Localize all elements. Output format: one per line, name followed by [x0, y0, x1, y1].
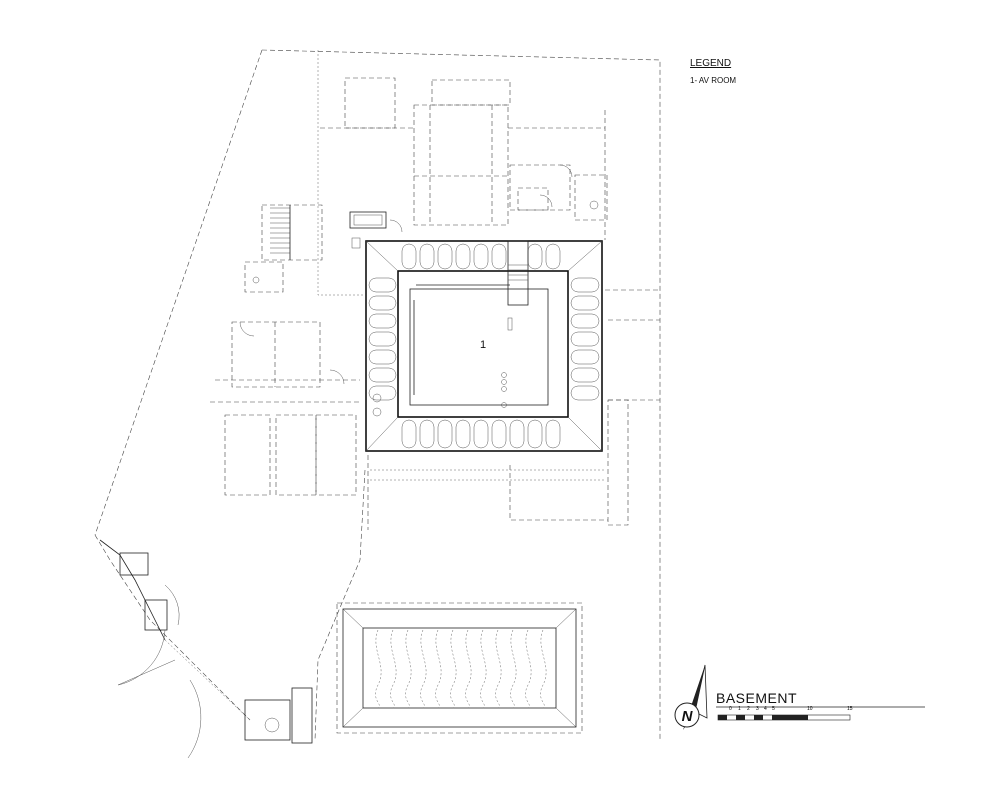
scale-tick-label: 2: [747, 706, 750, 712]
entrance-ramp: [94, 534, 313, 759]
right-structures: [367, 289, 660, 530]
north-symbol: N: [682, 708, 694, 725]
upper-structures: [320, 77, 608, 249]
scale-tick-label: 1: [738, 706, 741, 712]
site-boundary: [94, 49, 661, 741]
scale-tick-label: 5: [772, 706, 775, 712]
parking-bays: [224, 414, 357, 496]
legend-item-av-room: 1- AV ROOM: [690, 76, 737, 85]
sheet-title: BASEMENT: [716, 690, 798, 706]
scale-tick-label: 15: [847, 706, 853, 712]
room-number-label: 1: [480, 339, 487, 351]
legend-title: LEGEND: [690, 58, 732, 69]
left-stair-block: [210, 204, 360, 403]
scale-tick-label: 3: [756, 706, 759, 712]
scale-tick-label: 4: [764, 706, 767, 712]
av-room: [365, 240, 603, 452]
water-feature: [336, 602, 583, 734]
scale-bar-icon: [716, 706, 925, 721]
scale-tick-label: 10: [807, 706, 813, 712]
scale-tick-label: 0: [729, 706, 732, 712]
north-arrow-icon: N: [674, 664, 708, 730]
